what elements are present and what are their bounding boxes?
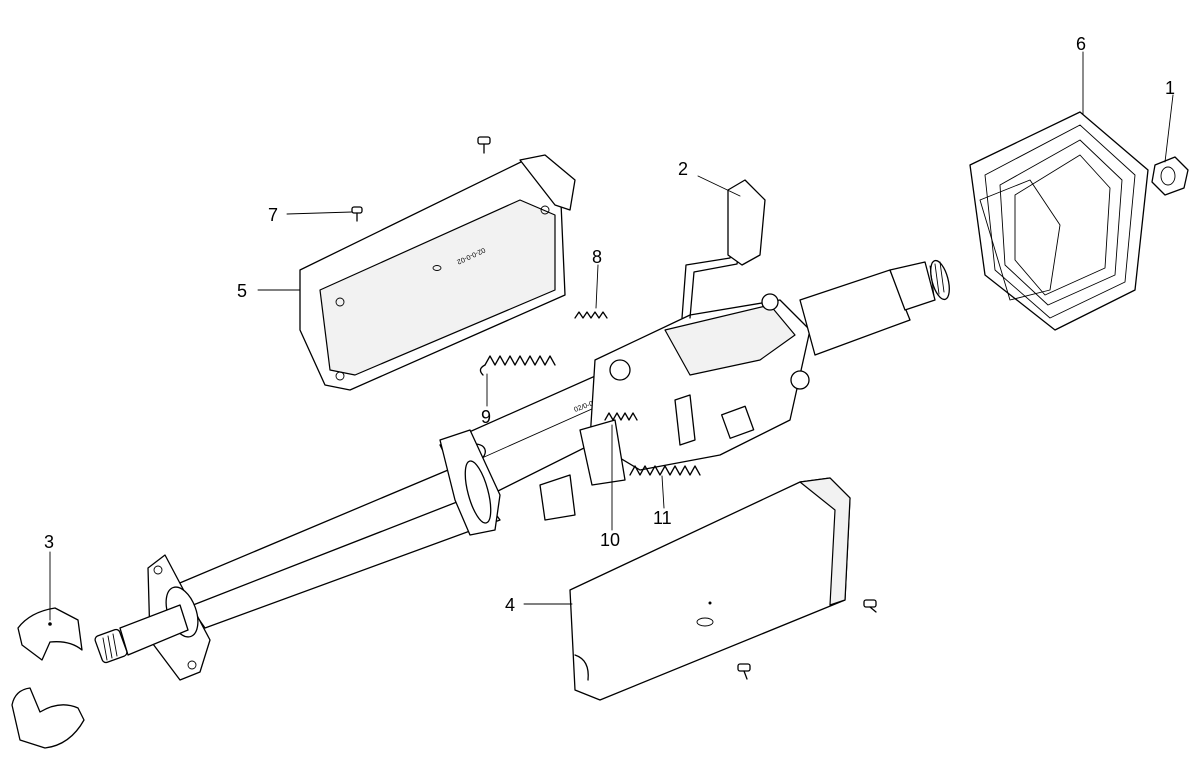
splined-shaft-left [94, 604, 189, 664]
screw-lower-shroud-a [863, 599, 877, 613]
callout-6: 6 [1076, 34, 1086, 54]
lower-shroud [569, 477, 851, 701]
column-shaft-right [799, 259, 950, 356]
callout-4: 4 [505, 595, 515, 615]
hex-nut [1151, 156, 1189, 196]
screw-7 [351, 206, 363, 222]
tilt-lever [681, 179, 766, 319]
spring-11 [629, 465, 701, 476]
spring-8 [574, 311, 608, 319]
callout-2: 2 [678, 159, 688, 179]
column-tube: 02/0-0006 [174, 364, 641, 629]
callout-1: 1 [1165, 78, 1175, 98]
leader-lines [49, 51, 1174, 621]
callout-10: 10 [600, 530, 620, 550]
callout-8: 8 [592, 247, 602, 267]
spring-10 [604, 412, 638, 421]
bushing-lower-half [11, 687, 85, 749]
callout-labels: 1 2 3 4 5 6 7 8 9 10 11 [44, 34, 1175, 615]
upper-shroud: 02-0-0-02 [299, 154, 576, 391]
callout-11: 11 [653, 508, 672, 528]
callout-9: 9 [481, 407, 491, 427]
spring-9 [479, 355, 556, 376]
callout-7: 7 [268, 205, 278, 225]
bushing-upper-half [17, 607, 83, 661]
screw-upper-shroud [477, 136, 491, 154]
tilt-housing [579, 293, 811, 486]
callout-5: 5 [237, 281, 247, 301]
column-clamp [439, 429, 501, 536]
screw-lower-shroud-b [737, 663, 751, 680]
rubber-bellows [969, 111, 1149, 331]
callout-3: 3 [44, 532, 54, 552]
